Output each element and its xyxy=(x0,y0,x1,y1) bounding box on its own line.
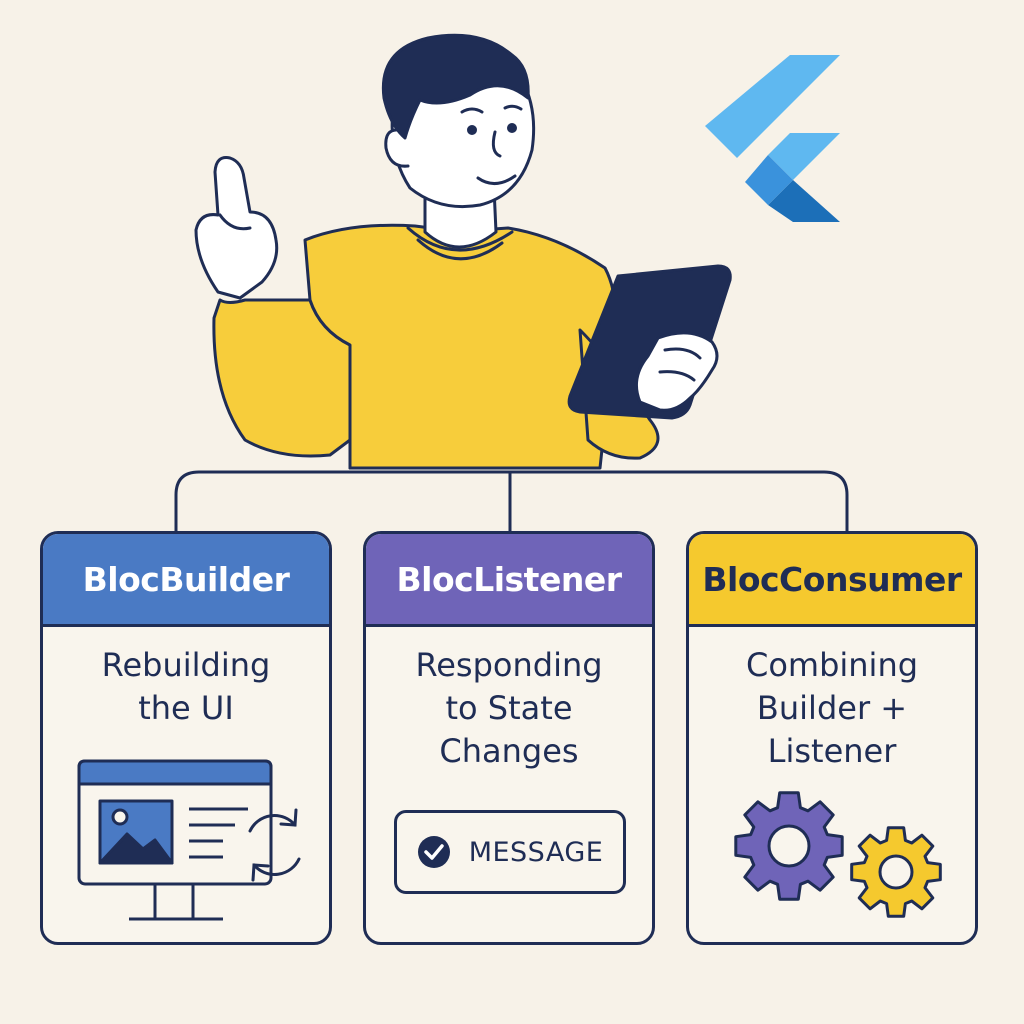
card-blocconsumer: BlocConsumer Combining Builder + Listene… xyxy=(686,531,978,945)
gear-icons xyxy=(689,534,978,945)
card-blocbuilder: BlocBuilder Rebuilding the UI xyxy=(40,531,332,945)
check-circle-icon xyxy=(417,835,451,869)
card-title: BlocListener xyxy=(366,534,652,627)
card-description: Responding to State Changes xyxy=(366,644,652,773)
message-label: MESSAGE xyxy=(469,837,604,868)
gear-icon xyxy=(852,828,941,917)
card-bloclistener: BlocListener Responding to State Changes… xyxy=(363,531,655,945)
monitor-icon xyxy=(43,534,332,945)
gear-icon xyxy=(736,793,842,899)
message-box: MESSAGE xyxy=(394,810,626,894)
